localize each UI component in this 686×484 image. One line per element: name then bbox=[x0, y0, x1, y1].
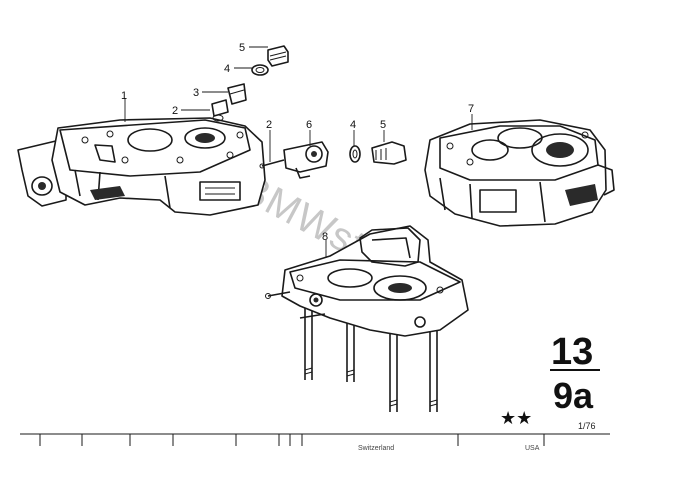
part-6-banjo-fitting bbox=[283, 141, 329, 179]
group-number-bottom: 9a bbox=[553, 375, 594, 416]
part-7-carburetor-housing bbox=[424, 119, 615, 227]
callout-labels: 1 2 3 4 5 2 6 4 5 7 8 bbox=[121, 42, 474, 243]
part-1-carburetor-cover bbox=[17, 117, 266, 216]
footer-text-right: USA bbox=[525, 445, 540, 452]
part-3-connector bbox=[227, 83, 247, 105]
part-5-banjo-bolt bbox=[371, 141, 407, 165]
footer-ruler: Switzerland USA bbox=[20, 433, 610, 452]
callout-8: 8 bbox=[322, 231, 328, 243]
callout-3: 3 bbox=[193, 87, 199, 99]
part-4-washer-middle bbox=[349, 145, 361, 163]
callout-5-middle: 5 bbox=[380, 119, 386, 131]
callout-7: 7 bbox=[468, 103, 474, 115]
part-4-washer-top bbox=[251, 64, 269, 76]
callout-2-middle: 2 bbox=[266, 119, 272, 131]
leader-lines bbox=[124, 46, 473, 258]
callout-4-middle: 4 bbox=[350, 119, 356, 131]
callout-2-upper: 2 bbox=[172, 105, 178, 117]
callout-4-upper: 4 bbox=[224, 63, 230, 75]
part-5-screw-top bbox=[267, 45, 289, 67]
date-code: 1/76 bbox=[578, 421, 596, 431]
callout-6: 6 bbox=[306, 119, 312, 131]
part-8-carburetor-base bbox=[265, 225, 469, 412]
part-2-pin-middle bbox=[259, 159, 285, 169]
group-number-block: 13 9a ★★ 1/76 bbox=[500, 331, 600, 431]
part-2-valve-top bbox=[211, 99, 229, 122]
callout-5-upper: 5 bbox=[239, 42, 245, 54]
footer-text-left: Switzerland bbox=[358, 445, 394, 452]
rating-stars: ★★ bbox=[500, 408, 532, 429]
group-number-top: 13 bbox=[551, 331, 593, 373]
callout-1: 1 bbox=[121, 90, 127, 102]
